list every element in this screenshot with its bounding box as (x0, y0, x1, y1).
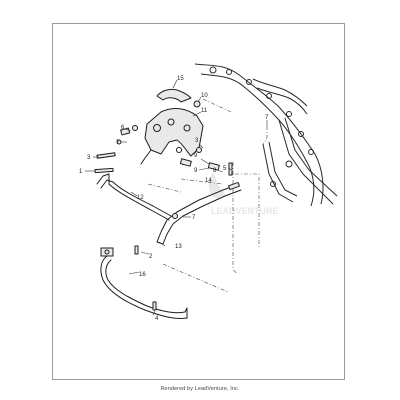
callout-5: 5 (223, 166, 227, 172)
callout-13: 13 (175, 244, 182, 250)
callouts: 15 10 11 6 7 7 3 3 9 9 8 5 14 1 12 7 2 1… (79, 76, 269, 322)
fasteners-upper (94, 125, 233, 176)
top-cover-part-15 (156, 88, 192, 103)
rail-part-12 (96, 173, 170, 221)
callout-8: 8 (213, 168, 217, 174)
bolt-part-4 (152, 301, 157, 311)
callout-4: 4 (155, 316, 159, 322)
watermark-text: LEADVENTURE (211, 206, 279, 216)
diagram-sheet: LEADVENTURE (52, 23, 345, 380)
callout-7-frame: 7 (265, 115, 269, 121)
callout-9-upper: 9 (194, 153, 198, 159)
watermark: LEADVENTURE (208, 172, 279, 216)
main-bracket-part-11 (140, 108, 204, 165)
callout-11: 11 (201, 108, 208, 114)
bracket-part-13 (156, 181, 242, 245)
callout-1: 1 (79, 169, 83, 175)
callout-15: 15 (177, 76, 184, 82)
callout-7-lower: 7 (192, 215, 196, 221)
leader-lines (85, 79, 268, 316)
nut-part-10 (193, 100, 201, 108)
footer-credit: Rendered by LeadVenture, Inc. (160, 386, 240, 392)
callout-12: 12 (137, 195, 144, 201)
parts-diagram: LEADVENTURE (79, 63, 338, 322)
motorcycle-frame (194, 63, 338, 207)
callout-3-upper: 3 (87, 155, 91, 161)
callout-3-right: 3 (195, 138, 199, 144)
callout-14: 14 (205, 178, 212, 184)
callout-7-upper-left: 7 (116, 140, 120, 146)
callout-6: 6 (121, 125, 125, 131)
callout-10: 10 (201, 93, 208, 99)
callout-9-lower: 9 (194, 168, 198, 174)
callout-16: 16 (139, 272, 146, 278)
callout-2: 2 (149, 254, 153, 260)
lower-rail-part-16 (100, 247, 188, 319)
bolt-part-2 (134, 245, 139, 255)
